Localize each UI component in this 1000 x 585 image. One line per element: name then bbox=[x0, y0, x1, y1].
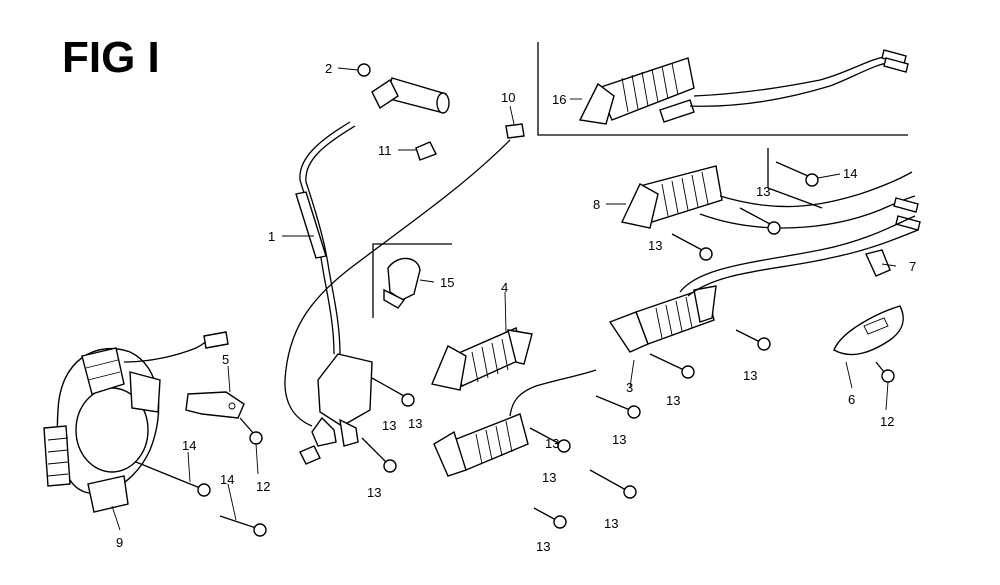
part-6-bracket-plate bbox=[833, 305, 904, 356]
callout-14-a: 14 bbox=[182, 438, 196, 453]
callout-9: 9 bbox=[116, 535, 123, 550]
part-5-bracket bbox=[185, 391, 245, 419]
bolts bbox=[135, 161, 895, 537]
callout-1: 1 bbox=[268, 229, 275, 244]
bolt-13-coil-upper bbox=[371, 377, 415, 407]
leader-lines bbox=[111, 67, 897, 531]
callout-16: 16 bbox=[552, 92, 566, 107]
callout-2: 2 bbox=[325, 61, 332, 76]
bolt-13-c3-a bbox=[649, 353, 695, 379]
callout-13-f: 13 bbox=[536, 539, 550, 554]
bolt-14-stator-a bbox=[135, 461, 211, 497]
bolt-12-c6 bbox=[875, 361, 895, 383]
callout-13-l: 13 bbox=[408, 416, 422, 431]
callout-14-c: 14 bbox=[843, 166, 857, 181]
inset-frame-15 bbox=[372, 243, 452, 318]
bolt-13-coil-lower bbox=[361, 437, 397, 473]
bolt-13-c3-b bbox=[735, 329, 771, 351]
bolt-14-c8 bbox=[775, 161, 819, 187]
callout-15: 15 bbox=[440, 275, 454, 290]
callout-labels: 1 2 3 4 5 6 7 8 9 10 11 12 12 13 13 13 1… bbox=[116, 61, 916, 554]
part-8-ignition-coil bbox=[620, 165, 921, 231]
part-7-clip-nut bbox=[865, 249, 891, 277]
callout-12-plate: 12 bbox=[880, 414, 894, 429]
callout-11: 11 bbox=[378, 143, 392, 158]
callout-13-j: 13 bbox=[648, 238, 662, 253]
callout-8: 8 bbox=[593, 197, 600, 212]
bolt-14-stator-b bbox=[219, 515, 267, 537]
figure-title: FIG I bbox=[62, 33, 160, 82]
callout-10: 10 bbox=[501, 90, 515, 105]
callout-4: 4 bbox=[501, 280, 508, 295]
bolt-13-c8-a bbox=[739, 207, 781, 235]
bolt-13-c4-d bbox=[533, 507, 567, 529]
part-16-ignition-coil-alt bbox=[578, 49, 909, 125]
callout-6: 6 bbox=[848, 392, 855, 407]
part-9-flywheel-stator bbox=[43, 331, 229, 513]
callout-12-bracket: 12 bbox=[256, 479, 270, 494]
callout-13-i: 13 bbox=[756, 184, 770, 199]
inset-frame-14 bbox=[767, 148, 823, 209]
callout-14-b: 14 bbox=[220, 472, 234, 487]
callout-13-h: 13 bbox=[743, 368, 757, 383]
inset-frame-16 bbox=[537, 42, 908, 136]
part-3-ignition-coil bbox=[608, 215, 919, 353]
part-1-ignition-coil-with-cable bbox=[284, 121, 525, 465]
callout-13-e: 13 bbox=[604, 516, 618, 531]
bolt-13-c4-a bbox=[595, 395, 641, 419]
callout-13-g: 13 bbox=[666, 393, 680, 408]
part-2-spark-plug-cap bbox=[357, 63, 450, 114]
callout-3: 3 bbox=[626, 380, 633, 395]
part-4-ignition-coil bbox=[431, 327, 533, 391]
part-4-lower-ignition-coil bbox=[433, 369, 597, 477]
callout-13-c: 13 bbox=[612, 432, 626, 447]
callout-13-d: 13 bbox=[542, 470, 556, 485]
callout-7: 7 bbox=[909, 259, 916, 274]
bolt-12-bracket bbox=[239, 417, 263, 445]
part-11-wire-clip bbox=[415, 141, 437, 161]
callout-13-b: 13 bbox=[367, 485, 381, 500]
callout-13-a: 13 bbox=[382, 418, 396, 433]
bolt-13-c8-b bbox=[671, 233, 713, 261]
callout-13-k: 13 bbox=[545, 436, 559, 451]
part-15-cable-clamp bbox=[383, 257, 421, 309]
callout-5: 5 bbox=[222, 352, 229, 367]
bolt-13-c4-c bbox=[589, 469, 637, 499]
bolt-13-c4-b bbox=[529, 427, 571, 453]
